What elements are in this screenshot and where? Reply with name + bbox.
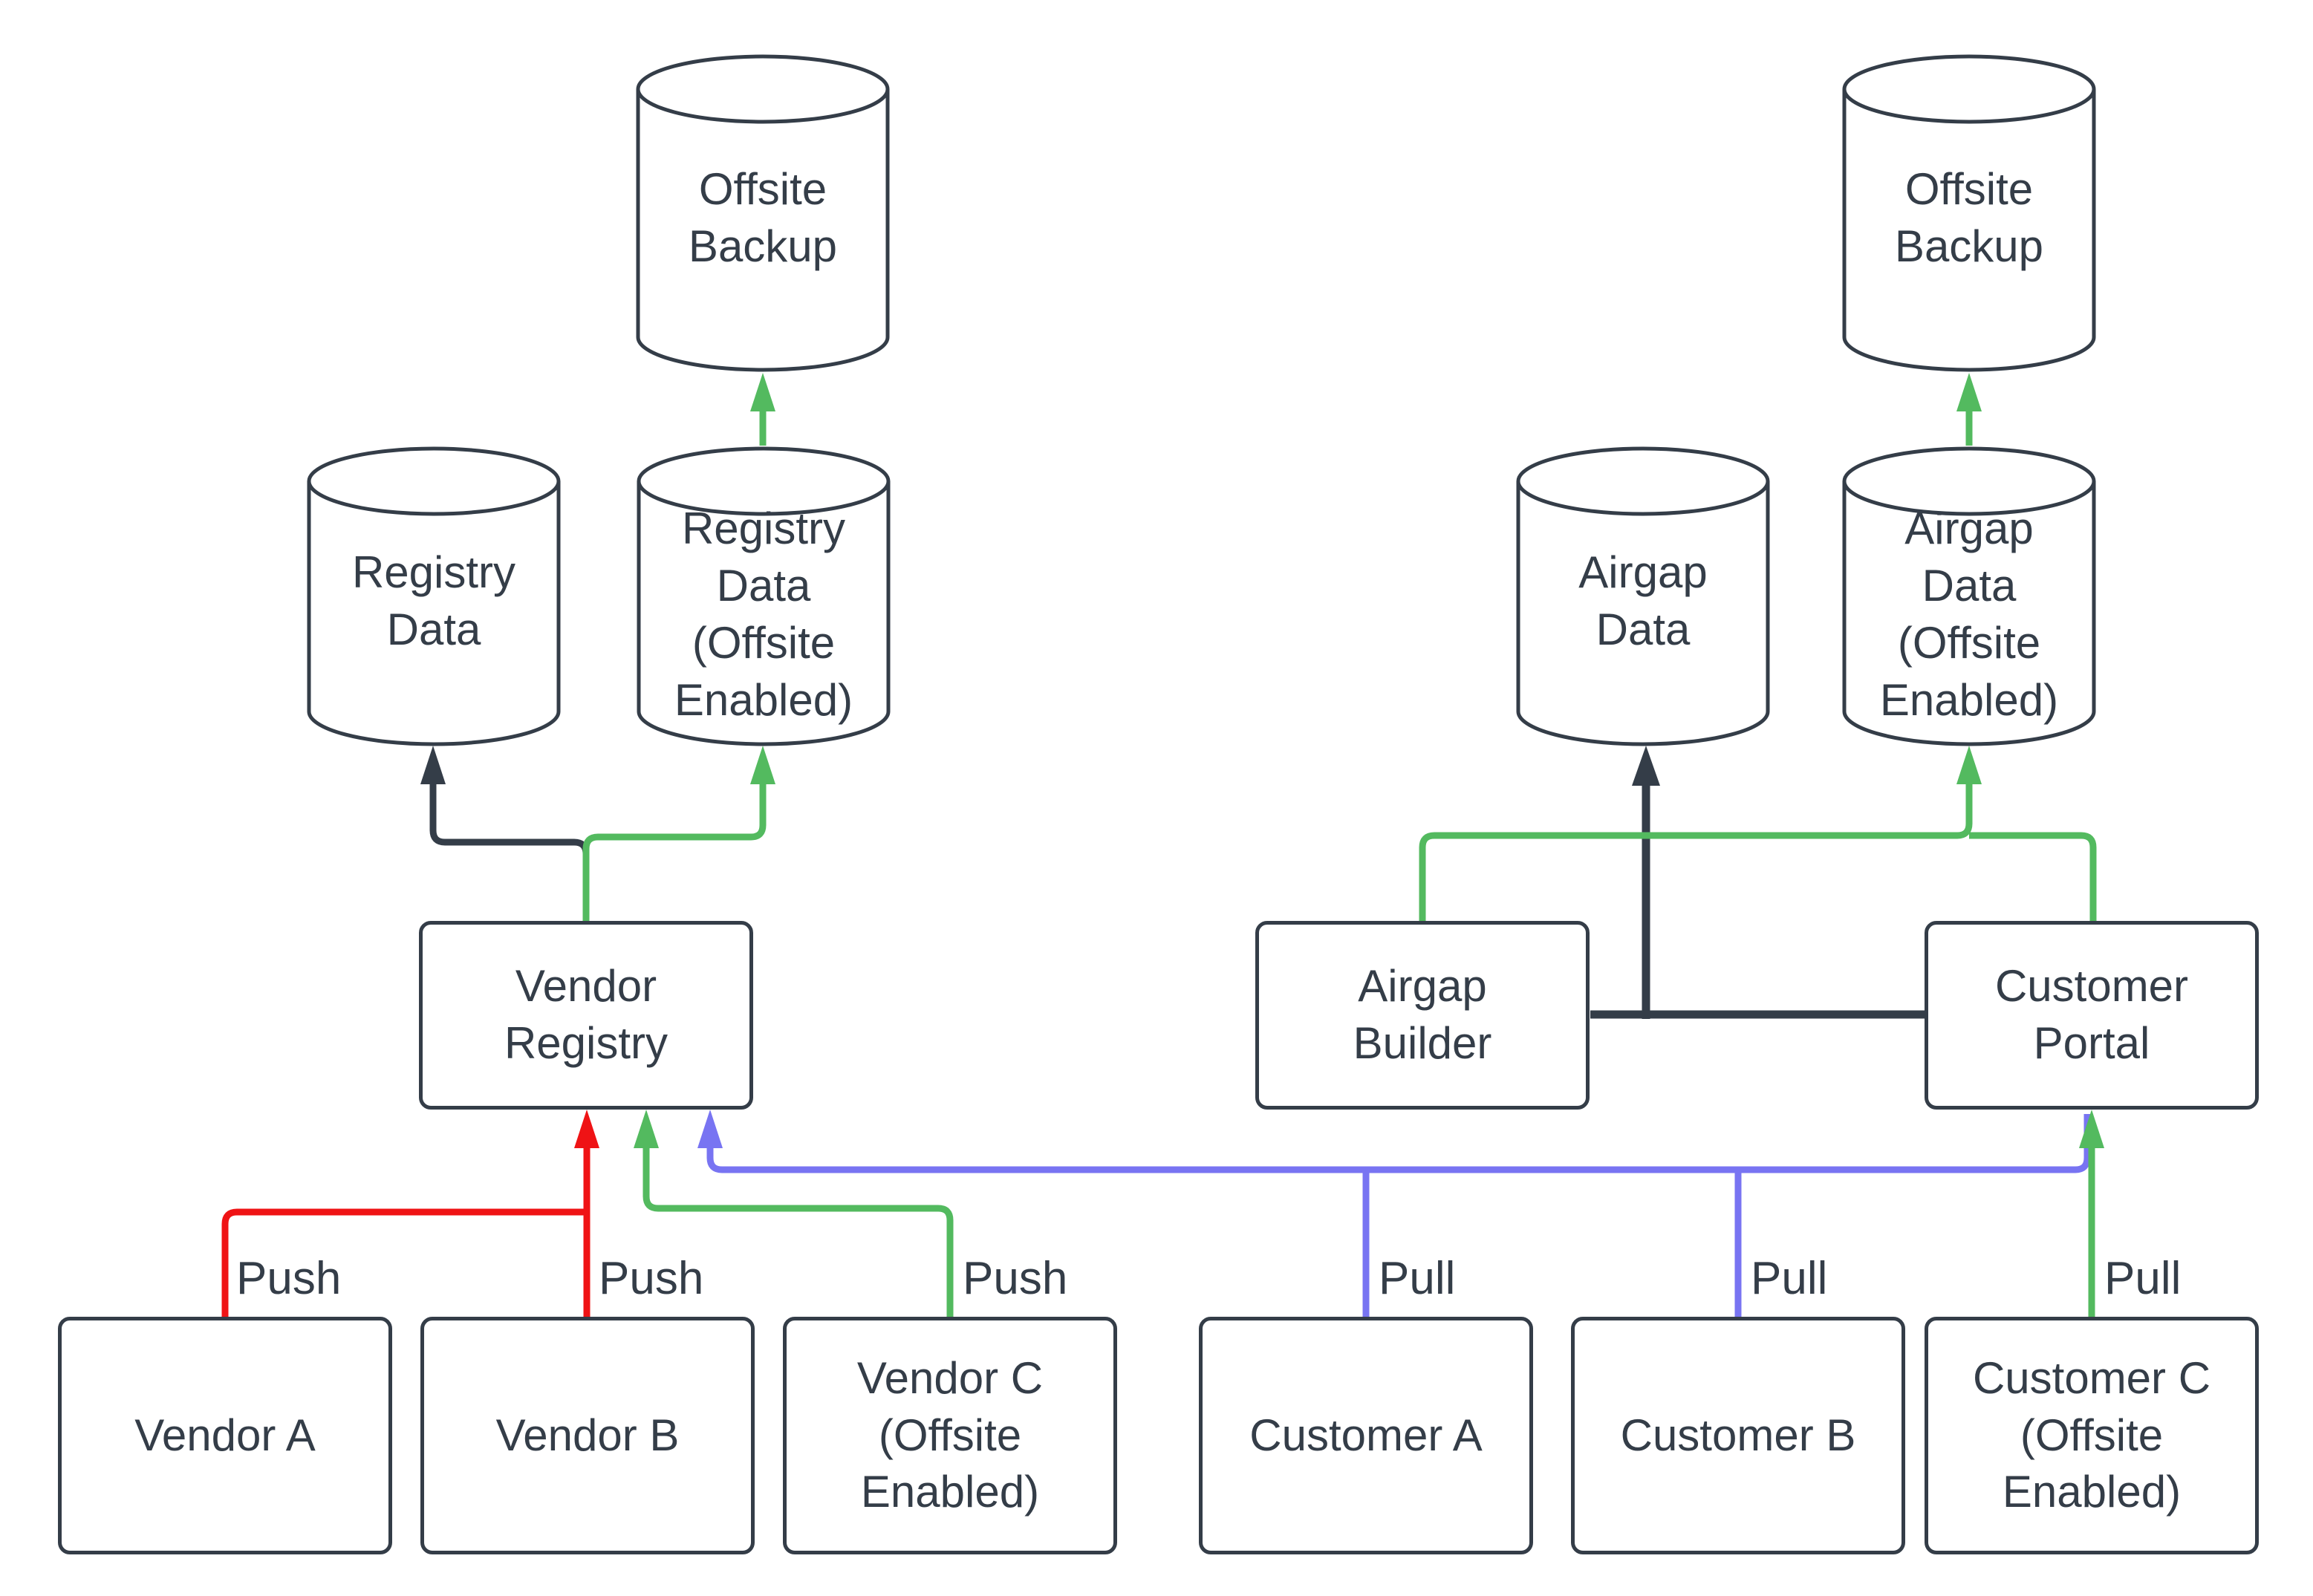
arrowhead-airgap-offsite bbox=[1956, 746, 1982, 784]
node-customer-a: Customer A bbox=[1199, 1317, 1533, 1554]
cylinder-shape bbox=[636, 54, 890, 372]
arrowhead-offsite-backup-right bbox=[1956, 373, 1982, 411]
edge-pull-to-vendor-registry bbox=[706, 1114, 2091, 1173]
node-label: Vendor A bbox=[134, 1410, 316, 1460]
arrowhead-registry-data bbox=[420, 746, 446, 784]
node-vendor-a: Vendor A bbox=[58, 1317, 392, 1554]
node-label: Customer C (Offsite Enabled) bbox=[1972, 1352, 2211, 1517]
edge-push-vendor-a bbox=[221, 1208, 587, 1317]
node-vendor-registry: Vendor Registry bbox=[419, 921, 753, 1110]
node-label: Vendor B bbox=[495, 1410, 680, 1460]
node-label: Customer A bbox=[1249, 1410, 1483, 1460]
arrowhead-registry-offsite bbox=[750, 746, 775, 784]
node-label: Offsite Backup bbox=[688, 164, 838, 271]
arrowhead-airgap-data bbox=[1632, 746, 1660, 786]
node-label: Vendor C (Offsite Enabled) bbox=[856, 1352, 1044, 1517]
cylinder-shape bbox=[637, 446, 891, 746]
edge-vendor-registry-to-registry-data bbox=[429, 784, 590, 921]
edge-label-pull-customer-c: Pull bbox=[2104, 1253, 2182, 1304]
cylinder-shape bbox=[1842, 54, 2096, 372]
edge-vendor-registry-to-registry-offsite bbox=[582, 784, 767, 921]
node-airgap-data-offsite: Airgap Data (Offsite Enabled) bbox=[1842, 446, 2096, 747]
node-registry-data-offsite: Registry Data (Offsite Enabled) bbox=[637, 446, 891, 747]
node-customer-portal: Customer Portal bbox=[1925, 921, 2259, 1110]
node-label: Customer Portal bbox=[1994, 961, 2189, 1068]
cylinder-shape bbox=[1516, 446, 1770, 746]
node-offsite-backup-right: Offsite Backup bbox=[1842, 53, 2096, 373]
edge-label-push-vendor-b: Push bbox=[599, 1253, 704, 1304]
node-registry-data: Registry Data bbox=[307, 446, 561, 747]
node-customer-b: Customer B bbox=[1571, 1317, 1905, 1554]
node-label: Customer B bbox=[1620, 1410, 1856, 1460]
node-label: Airgap Data bbox=[1578, 547, 1708, 654]
node-label: Registry Data (Offsite Enabled) bbox=[674, 504, 853, 725]
node-label: Offsite Backup bbox=[1894, 164, 2044, 271]
node-label: Vendor Registry bbox=[504, 961, 668, 1068]
node-offsite-backup-left: Offsite Backup bbox=[636, 53, 890, 373]
node-airgap-builder: Airgap Builder bbox=[1255, 921, 1590, 1110]
node-vendor-c: Vendor C (Offsite Enabled) bbox=[783, 1317, 1117, 1554]
arrowhead-vendor-registry-blue bbox=[697, 1110, 723, 1148]
arrowhead-vendor-registry-green bbox=[634, 1110, 659, 1148]
node-customer-c: Customer C (Offsite Enabled) bbox=[1925, 1317, 2259, 1554]
node-vendor-b: Vendor B bbox=[420, 1317, 755, 1554]
edge-label-pull-customer-a: Pull bbox=[1379, 1253, 1456, 1304]
cylinder-shape bbox=[307, 446, 561, 746]
node-label: Airgap Builder bbox=[1353, 961, 1492, 1068]
arrowhead-offsite-backup-left bbox=[750, 373, 775, 411]
arrowhead-vendor-registry-red bbox=[574, 1110, 599, 1148]
node-label: Airgap Data (Offsite Enabled) bbox=[1879, 504, 2059, 725]
edge-label-push-vendor-a: Push bbox=[236, 1253, 342, 1304]
edge-airgap-builder-to-airgap-offsite bbox=[1419, 784, 1973, 921]
edge-push-vendor-c bbox=[642, 1148, 954, 1317]
node-label: Registry Data bbox=[351, 547, 516, 654]
node-airgap-data: Airgap Data bbox=[1516, 446, 1770, 747]
edge-label-pull-customer-b: Pull bbox=[1751, 1253, 1828, 1304]
arrowhead-customer-portal bbox=[2079, 1110, 2104, 1148]
edge-customer-portal-to-airgap-offsite bbox=[1969, 832, 2097, 921]
cylinder-shape bbox=[1842, 446, 2096, 746]
edge-label-push-vendor-c: Push bbox=[963, 1253, 1068, 1304]
